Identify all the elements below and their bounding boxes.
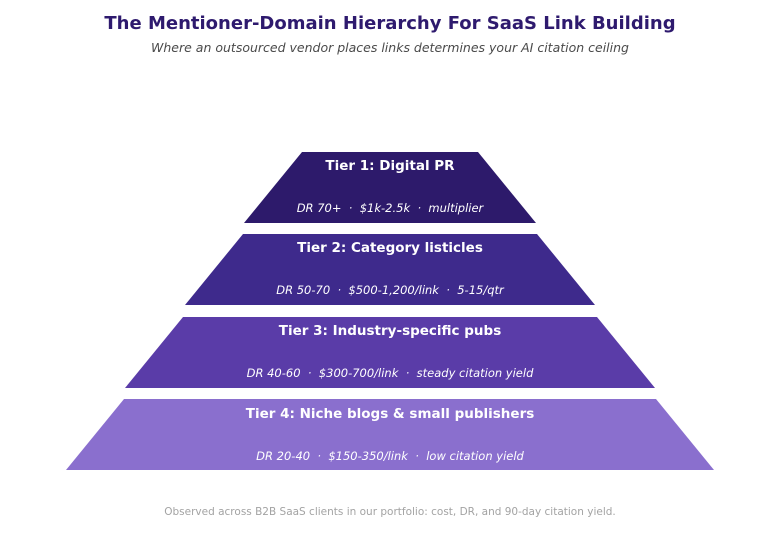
diagram-title: The Mentioner-Domain Hierarchy For SaaS … bbox=[104, 13, 676, 34]
tier-1-name: Tier 1: Digital PR bbox=[325, 158, 455, 174]
tier-2: Tier 2: Category listicles DR 50-70 · $5… bbox=[185, 234, 595, 305]
tier-2-band bbox=[185, 234, 595, 305]
tier-1-band bbox=[244, 152, 536, 223]
footnote: Observed across B2B SaaS clients in our … bbox=[164, 506, 616, 518]
tier-1: Tier 1: Digital PR DR 70+ · $1k-2.5k · m… bbox=[244, 152, 536, 223]
tier-4-stats: DR 20-40 · $150-350/link · low citation … bbox=[256, 449, 524, 463]
tier-4-band bbox=[66, 399, 714, 470]
tier-3-band bbox=[125, 317, 655, 388]
diagram-subtitle: Where an outsourced vendor places links … bbox=[151, 40, 629, 55]
tier-4: Tier 4: Niche blogs & small publishers D… bbox=[66, 399, 714, 470]
tier-3: Tier 3: Industry-specific pubs DR 40-60 … bbox=[125, 317, 655, 388]
tier-2-stats: DR 50-70 · $500-1,200/link · 5-15/qtr bbox=[276, 283, 505, 297]
tier-3-name: Tier 3: Industry-specific pubs bbox=[279, 323, 501, 339]
tier-1-stats: DR 70+ · $1k-2.5k · multiplier bbox=[297, 201, 485, 215]
tier-3-stats: DR 40-60 · $300-700/link · steady citati… bbox=[247, 366, 534, 380]
tier-4-name: Tier 4: Niche blogs & small publishers bbox=[246, 406, 535, 422]
tier-2-name: Tier 2: Category listicles bbox=[297, 240, 483, 256]
